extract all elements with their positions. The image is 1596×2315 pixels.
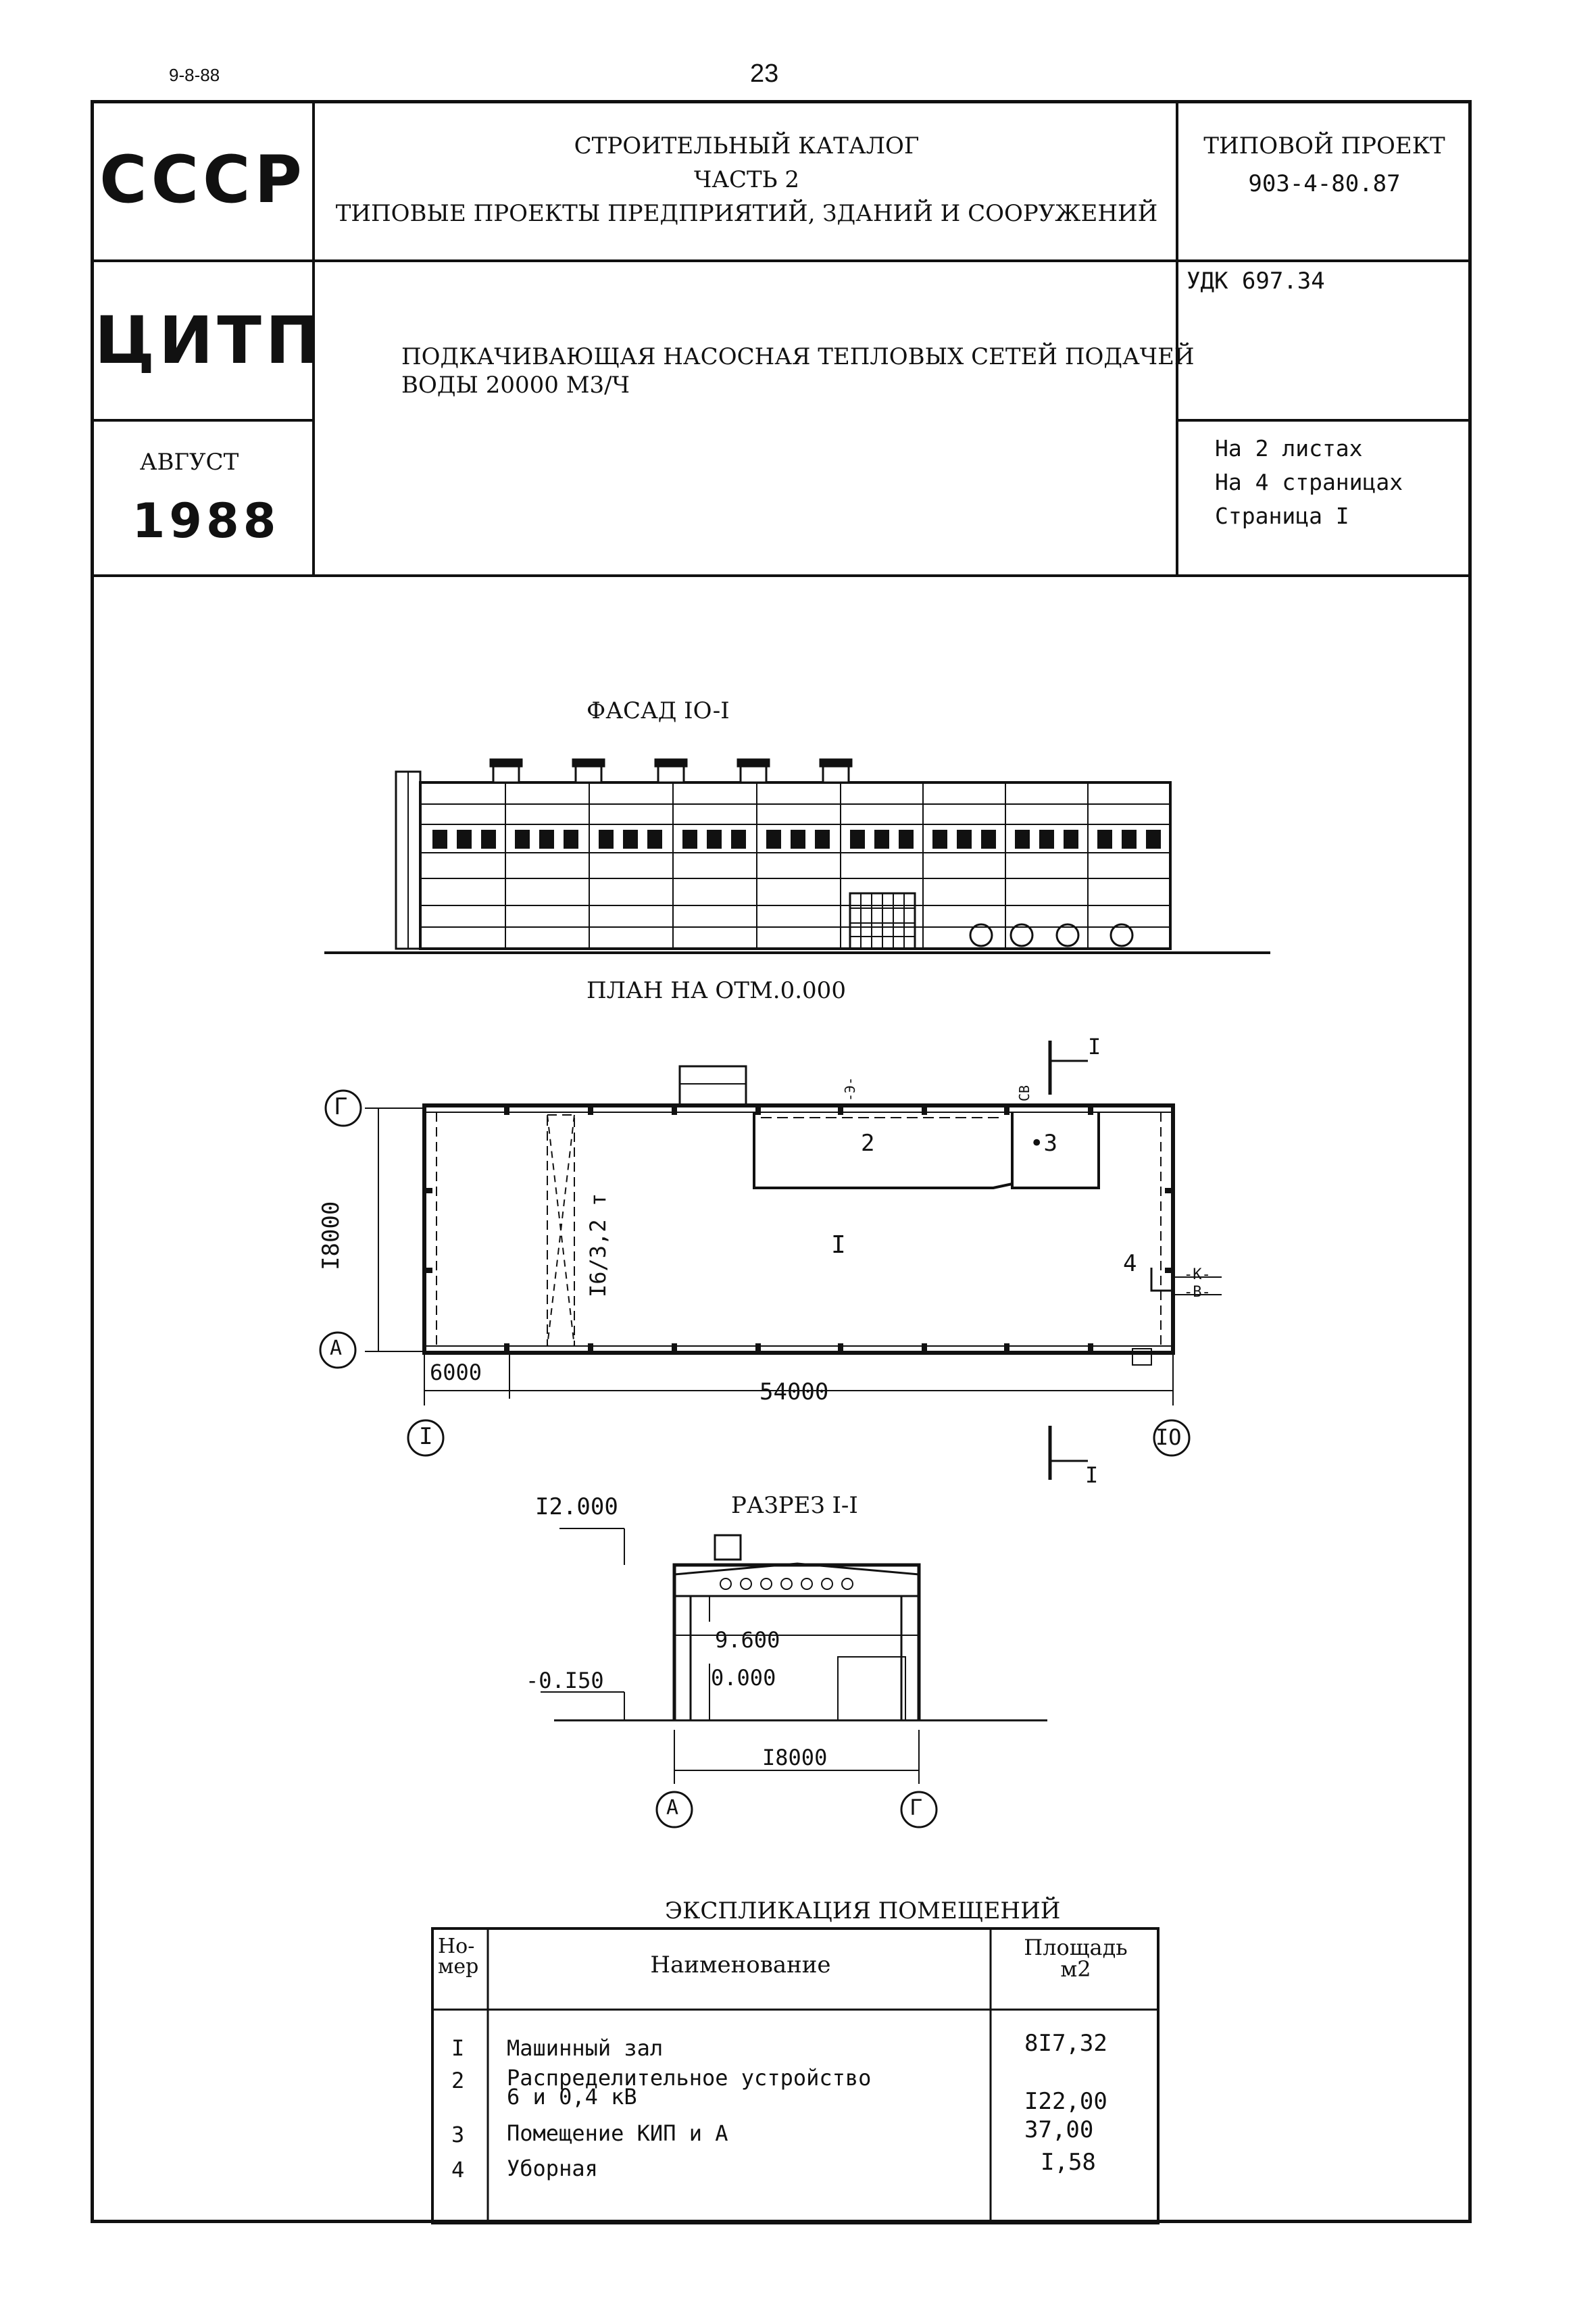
- section-mark-top: I: [1088, 1034, 1101, 1060]
- plan-axis-g: Г: [334, 1093, 348, 1120]
- pages-count: На 4 страницах: [1215, 469, 1403, 495]
- table-header-area-2: м2: [1060, 1956, 1091, 1982]
- header-divider-left: [312, 101, 315, 576]
- plan-axis-10: IO: [1155, 1424, 1182, 1450]
- facade-elevation: [324, 758, 1270, 954]
- catalog-line-1: СТРОИТЕЛЬНЫЙ КАТАЛОГ: [574, 132, 920, 159]
- room-3-label: •3: [1030, 1130, 1057, 1157]
- project-number: 903-4-80.87: [1248, 170, 1401, 197]
- catalog-line-2: ЧАСТЬ 2: [693, 166, 800, 193]
- table-header-name: Наименование: [650, 1951, 831, 1978]
- row-4-number: 4: [451, 2157, 465, 2183]
- row-4-area: I,58: [1041, 2149, 1096, 2176]
- row-3-number: 3: [451, 2122, 465, 2147]
- header-row-divider: [92, 259, 1470, 262]
- floor-plan: [319, 1041, 1222, 1480]
- table-header-number: Но- мер: [438, 1937, 478, 1977]
- row-2-name-cont: 6 и 0,4 кВ: [507, 2084, 637, 2110]
- explication-table-grid: [431, 1927, 1159, 2224]
- sheets-count: На 2 листах: [1215, 435, 1363, 462]
- row-3-name: Помещение КИП и А: [507, 2120, 728, 2146]
- table-header-area: Площадь м2: [993, 1937, 1158, 1980]
- left-cell-divider: [92, 419, 314, 422]
- header-divider-right: [1176, 101, 1178, 576]
- row-2-area: I22,00: [1024, 2088, 1107, 2115]
- facade-title: ФАСАД IO-I: [587, 697, 730, 724]
- row-2-number: 2: [451, 2068, 465, 2093]
- udk-code: УДК 697.34: [1187, 268, 1325, 295]
- pipe-k-label: -К-: [1184, 1266, 1211, 1283]
- header-bottom-line: [92, 574, 1470, 577]
- corner-date: 9-8-88: [169, 65, 220, 85]
- table-header-number-2: мер: [438, 1955, 479, 1978]
- project-title-line-2: ВОДЫ 20000 М3/Ч: [401, 372, 630, 399]
- room-4-label: 4: [1123, 1250, 1137, 1277]
- elevation-floor: 0.000: [711, 1665, 776, 1691]
- page-number: 23: [750, 59, 779, 88]
- plan-axis-a: А: [330, 1337, 343, 1360]
- section-drawing: [541, 1528, 1047, 1828]
- section-width: I8000: [762, 1745, 828, 1770]
- page-reference: Страница I: [1215, 503, 1349, 529]
- row-1-number: I: [451, 2035, 465, 2061]
- sheet-frame: [91, 100, 1472, 2223]
- plan-title: ПЛАН НА ОТМ.0.000: [587, 977, 846, 1004]
- issue-month: АВГУСТ: [139, 449, 239, 476]
- project-label: ТИПОВОЙ ПРОЕКТ: [1203, 132, 1445, 159]
- room-2-label: 2: [861, 1130, 875, 1157]
- plan-dim-bay: 6000: [430, 1360, 482, 1385]
- elevation-ground: -0.I50: [526, 1668, 604, 1693]
- project-title-line-1: ПОДКАЧИВАЮЩАЯ НАСОСНАЯ ТЕПЛОВЫХ СЕТЕЙ ПО…: [401, 343, 1195, 370]
- wall-tag-sv: СВ: [1016, 1085, 1032, 1101]
- elevation-crane: 9.600: [715, 1627, 780, 1653]
- table-header-number-1: Но-: [438, 1935, 475, 1958]
- row-2-name: Распределительное устройство: [507, 2065, 872, 2091]
- row-4-name: Уборная: [507, 2156, 598, 2181]
- room-1-label: I: [831, 1231, 846, 1259]
- row-3-area: 37,00: [1024, 2116, 1094, 2143]
- org-citp: ЦИТП: [95, 303, 324, 378]
- plan-dim-height: I8000: [318, 1201, 345, 1270]
- elevation-top: I2.000: [535, 1493, 618, 1520]
- table-header-area-1: Площадь: [1024, 1935, 1128, 1960]
- org-sssr: СССР: [99, 142, 306, 218]
- row-1-area: 8I7,32: [1024, 2030, 1107, 2057]
- catalog-line-3: ТИПОВЫЕ ПРОЕКТЫ ПРЕДПРИЯТИЙ, ЗДАНИЙ И СО…: [335, 200, 1158, 227]
- plan-dim-length: 54000: [759, 1378, 829, 1405]
- crane-capacity-label: I6/3,2 т: [585, 1193, 611, 1297]
- plan-axis-1: I: [419, 1423, 433, 1450]
- row-1-name: Машинный зал: [507, 2035, 664, 2061]
- issue-year: 1988: [132, 493, 280, 549]
- section-axis-g: Г: [909, 1795, 923, 1820]
- right-cell-divider: [1176, 419, 1470, 422]
- section-mark-bottom: I: [1085, 1462, 1099, 1488]
- wall-tag-electric: -Э-: [842, 1076, 858, 1101]
- section-title: РАЗРЕЗ I-I: [731, 1492, 858, 1519]
- explication-title: ЭКСПЛИКАЦИЯ ПОМЕЩЕНИЙ: [665, 1897, 1061, 1924]
- pipe-v-label: -В-: [1184, 1284, 1211, 1301]
- section-axis-a: А: [666, 1796, 679, 1820]
